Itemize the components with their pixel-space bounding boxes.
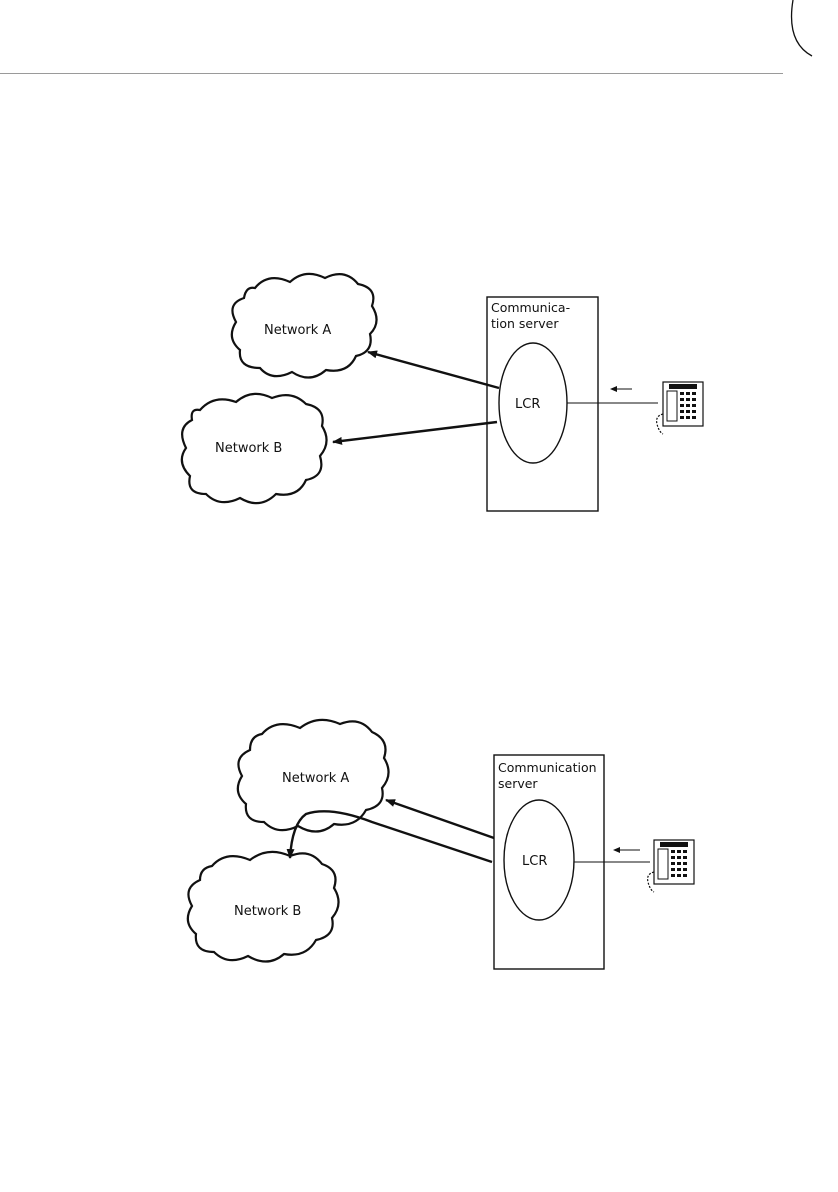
lcr-module-2: LCR <box>504 800 574 920</box>
lcr-label: LCR <box>515 397 540 412</box>
server-label-line1: Communica- <box>491 300 570 315</box>
telephone-icon <box>657 382 703 434</box>
lcr-diagram-2: Network A Network B Communication server… <box>0 700 838 990</box>
server-label-2-line1: Communication <box>498 760 597 775</box>
network-a-label-2: Network A <box>282 771 349 786</box>
route-arrow-to-network-b <box>333 422 497 442</box>
network-b-label-2: Network B <box>234 904 301 919</box>
network-a-label: Network A <box>264 323 331 338</box>
network-a-cloud-2: Network A <box>238 720 389 832</box>
lcr-module: LCR <box>499 343 567 463</box>
header-rule <box>0 73 783 74</box>
lcr-diagram-1: Network A Network B Communica- tion serv… <box>0 250 838 530</box>
call-direction-arrow <box>610 386 632 392</box>
server-label-line2: tion server <box>491 316 559 331</box>
page-corner-curve <box>0 0 838 80</box>
network-b-label: Network B <box>215 441 282 456</box>
call-direction-arrow-2 <box>613 847 640 853</box>
server-label-2-line2: server <box>498 776 538 791</box>
network-b-cloud-2: Network B <box>188 852 339 962</box>
lcr-label-2: LCR <box>522 854 547 869</box>
telephone-icon-2 <box>648 840 694 892</box>
route-arrow-to-network-a <box>368 352 499 388</box>
network-a-cloud: Network A <box>232 274 377 378</box>
network-b-cloud: Network B <box>182 394 327 503</box>
